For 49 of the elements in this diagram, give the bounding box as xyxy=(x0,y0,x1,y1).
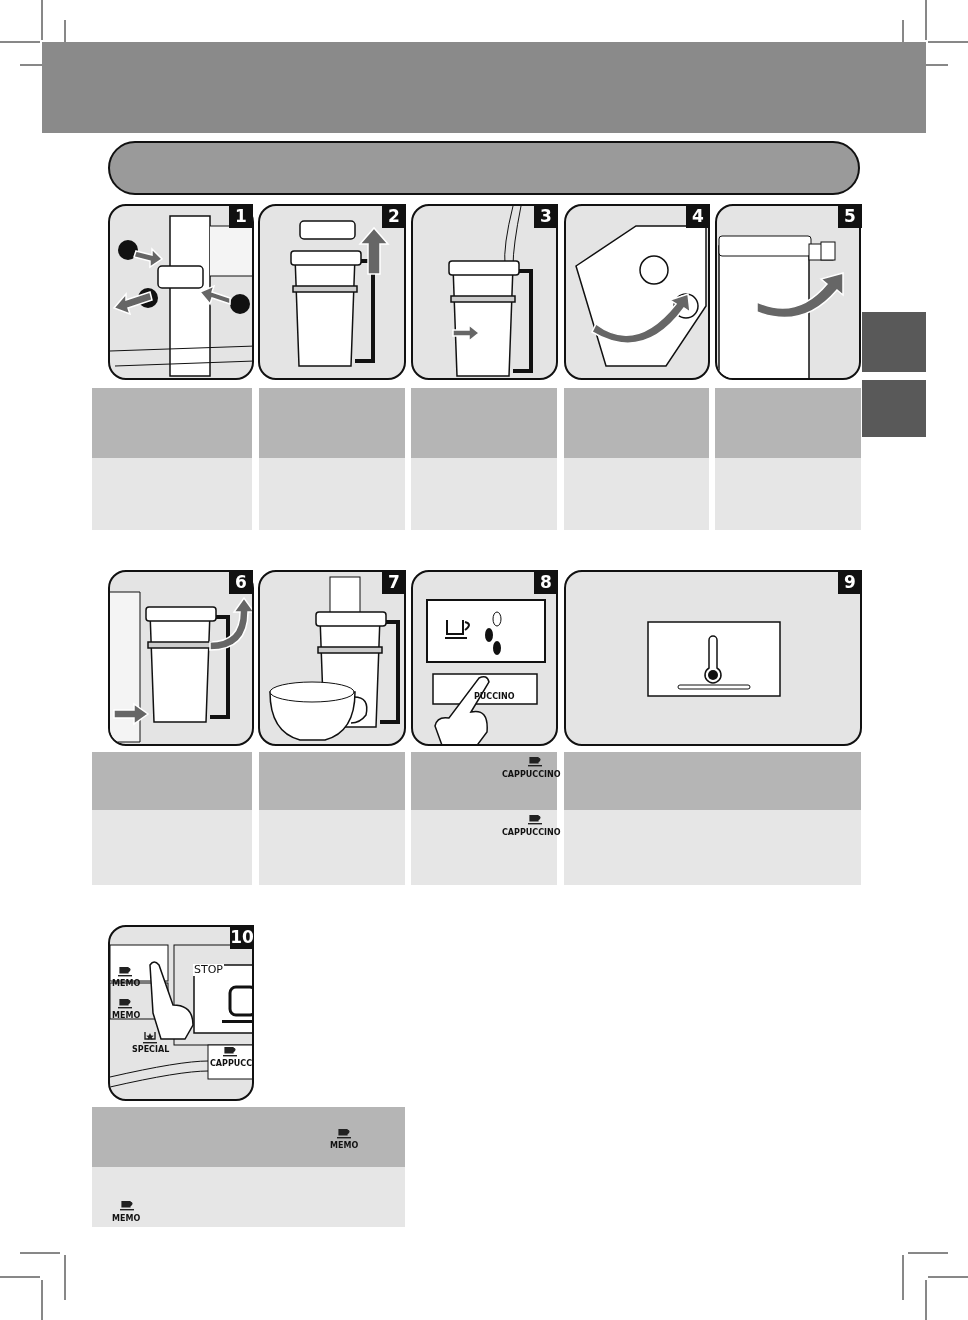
button-label: CAPPUCCINO xyxy=(502,770,561,779)
side-tab xyxy=(862,380,926,437)
heading-band xyxy=(92,1107,405,1167)
step-number: 7 xyxy=(382,570,406,594)
heading-band xyxy=(259,388,405,458)
text-band xyxy=(564,810,861,885)
illustration-panel xyxy=(258,204,406,380)
heading-band xyxy=(92,752,252,810)
step-number: 9 xyxy=(838,570,862,594)
illustration-panel xyxy=(411,204,558,380)
heading-band xyxy=(92,388,252,458)
illustration-panel xyxy=(108,570,254,746)
illustration-panel xyxy=(108,925,254,1101)
title-bar xyxy=(108,141,860,195)
illustration-panel xyxy=(564,570,862,746)
heading-band xyxy=(411,388,557,458)
illustration-panel xyxy=(258,570,406,746)
button-label: CAPPUCCINO xyxy=(502,828,561,837)
illustration-panel xyxy=(564,204,710,380)
step-number: 2 xyxy=(382,204,406,228)
illustration-panel xyxy=(411,570,558,746)
step-number: 5 xyxy=(838,204,862,228)
side-tab xyxy=(862,312,926,372)
heading-band xyxy=(564,752,861,810)
step-number: 10 xyxy=(230,925,254,949)
text-band xyxy=(259,810,405,885)
button-label: MEMO xyxy=(112,1011,141,1020)
step-number: 8 xyxy=(534,570,558,594)
step-number: 3 xyxy=(534,204,558,228)
step-number: 4 xyxy=(686,204,710,228)
button-label: MEMO xyxy=(112,1214,141,1223)
heading-band xyxy=(715,388,861,458)
step-number: 1 xyxy=(229,204,253,228)
display-text: STOP xyxy=(193,964,224,976)
heading-band xyxy=(564,388,709,458)
text-band xyxy=(411,458,557,530)
illustration-panel xyxy=(715,204,861,380)
text-band xyxy=(92,1167,405,1227)
text-band xyxy=(715,458,861,530)
text-band xyxy=(564,458,709,530)
button-label: MEMO xyxy=(330,1141,359,1150)
step-number: 6 xyxy=(229,570,253,594)
button-label: CAPPUCC xyxy=(210,1059,253,1068)
text-band xyxy=(92,458,252,530)
heading-band xyxy=(259,752,405,810)
text-band xyxy=(259,458,405,530)
button-label: SPECIAL xyxy=(132,1045,170,1054)
header-bar xyxy=(42,42,926,133)
text-band xyxy=(92,810,252,885)
